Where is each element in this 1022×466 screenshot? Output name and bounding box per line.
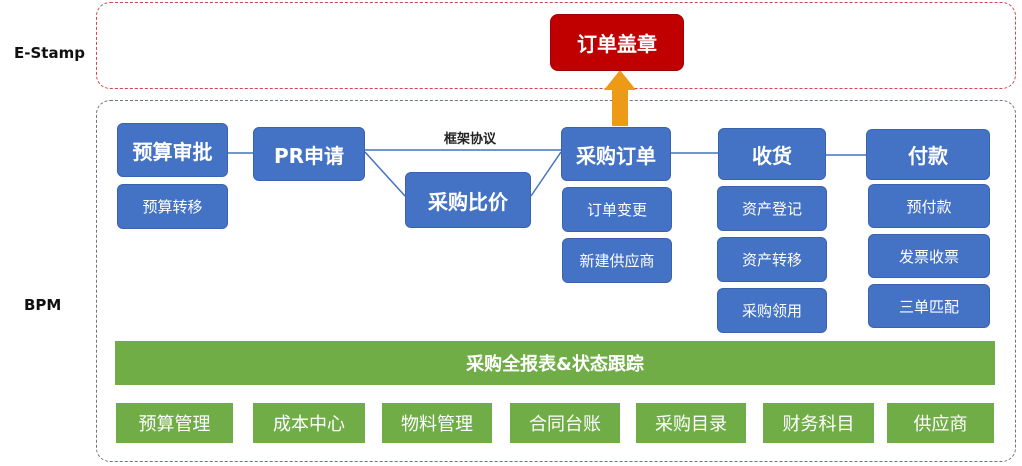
budget-transfer-box: 预算转移 (117, 184, 228, 229)
module-material-management: 物料管理 (381, 402, 493, 444)
price-comparison-box: 采购比价 (405, 172, 531, 228)
module-supplier: 供应商 (886, 402, 995, 444)
bpm-label: BPM (24, 296, 62, 314)
estamp-label: E-Stamp (14, 44, 85, 62)
edge-pr-compare (364, 151, 406, 197)
prepayment-box: 预付款 (868, 184, 990, 228)
bpm-region (96, 100, 1016, 462)
new-supplier-box: 新建供应商 (562, 238, 672, 283)
module-purchase-catalog: 采购目录 (635, 402, 747, 444)
three-way-match-box: 三单匹配 (868, 284, 990, 328)
module-budget-management: 预算管理 (115, 402, 234, 444)
estamp-region (96, 2, 1016, 89)
asset-registration-box: 资产登记 (717, 186, 827, 231)
arrow-head (604, 70, 636, 90)
module-contract-ledger: 合同台账 (509, 402, 621, 444)
purchase-order-box: 采购订单 (561, 127, 671, 181)
module-finance-accounts: 财务科目 (762, 402, 875, 444)
report-status-bar: 采购全报表&状态跟踪 (115, 341, 995, 385)
order-stamp-box: 订单盖章 (550, 14, 684, 71)
module-cost-center: 成本中心 (252, 402, 366, 444)
receiving-box: 收货 (718, 128, 826, 180)
pr-request-box: PR申请 (253, 127, 365, 181)
order-change-box: 订单变更 (562, 187, 672, 232)
invoice-receipt-box: 发票收票 (868, 234, 990, 278)
asset-transfer-box: 资产转移 (717, 237, 827, 282)
framework-agreement-label: 框架协议 (444, 132, 497, 147)
payment-box: 付款 (866, 129, 990, 180)
budget-approval-box: 预算审批 (117, 123, 228, 177)
edge-compare-po (530, 151, 562, 197)
purchase-requisition-box: 采购领用 (717, 288, 827, 333)
arrow-shaft (612, 86, 628, 126)
